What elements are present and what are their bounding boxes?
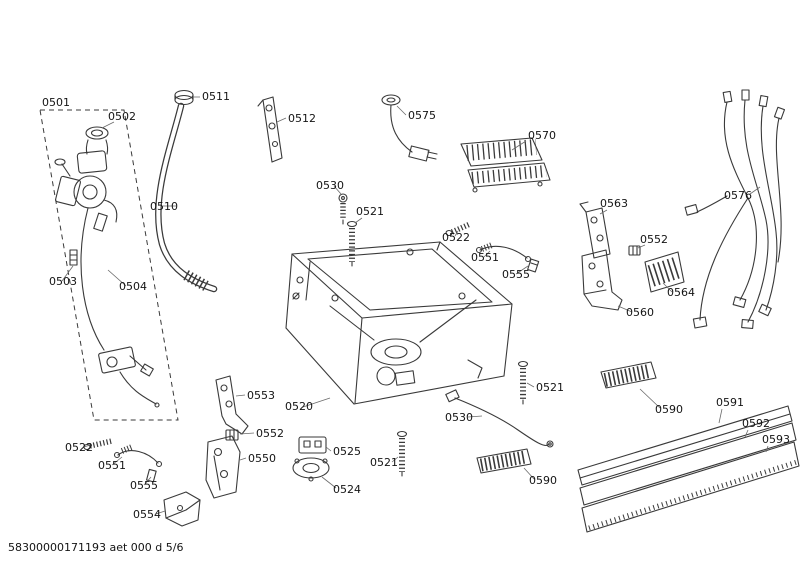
part-0501-boundary [39,109,179,421]
part-label-0502: 0502 [108,110,136,123]
part-0590-strip-center [476,448,532,474]
part-label-0550: 0550 [248,452,276,465]
part-label-0563: 0563 [600,197,628,210]
part-0521-screw-top [346,220,358,267]
part-0551-wire-left [113,444,163,468]
part-label-0504: 0504 [119,280,147,293]
part-0591-panel [577,405,793,486]
part-label-0592: 0592 [742,417,770,430]
part-label-0591: 0591 [716,396,744,409]
document-code: 58300000171193 aet 000 d 5/6 [8,541,183,554]
part-label-0555-left: 0555 [130,479,158,492]
part-0550-bracket [205,435,241,499]
part-label-0521-midright: 0521 [536,381,564,394]
part-0592-panel [579,422,797,506]
part-0563-bracket [579,201,611,259]
part-label-0524: 0524 [333,483,361,496]
part-label-0512: 0512 [288,112,316,125]
part-label-0575: 0575 [408,109,436,122]
part-label-0590-center: 0590 [529,474,557,487]
part-label-0511: 0511 [202,90,230,103]
part-label-0553: 0553 [247,389,275,402]
part-label-0555-right: 0555 [502,268,530,281]
part-0521-screw-bottom [396,430,408,477]
part-0510-hose [155,89,218,293]
part-0570-module [460,137,551,193]
part-0555-plug-left [145,468,157,483]
part-0551-wire-right [475,242,532,263]
part-label-0570: 0570 [528,129,556,142]
part-0552-clip-left [225,429,239,441]
part-label-0552-right: 0552 [640,233,668,246]
part-label-0564: 0564 [667,286,695,299]
part-label-0522-right: 0522 [442,231,470,244]
part-label-0530-bottom: 0530 [445,411,473,424]
part-0530-cable-bottom [445,389,554,448]
part-label-0576: 0576 [724,189,752,202]
part-label-0552-left: 0552 [256,427,284,440]
part-label-0593: 0593 [762,433,790,446]
part-label-0521-bottom: 0521 [370,456,398,469]
part-label-0551-left: 0551 [98,459,126,472]
part-label-0522-left: 0522 [65,441,93,454]
part-label-0521-top: 0521 [356,205,384,218]
part-0552-clip-right [628,245,641,256]
part-0575-cable [381,94,438,162]
part-0554-bracket [163,491,201,527]
part-0520-base-assembly [285,241,513,405]
part-0553-bracket [215,375,249,435]
part-label-0551-right: 0551 [471,251,499,264]
part-0555-plug-right [527,258,540,273]
part-0576-harness [684,89,786,330]
part-0564-connector-block [644,251,685,293]
part-label-0590-right: 0590 [655,403,683,416]
part-label-0554: 0554 [133,508,161,521]
part-0521-screw-midright [517,360,529,405]
part-label-0510: 0510 [150,200,178,213]
part-label-0503: 0503 [49,275,77,288]
part-0560-bracket [581,249,623,311]
part-0525-box [298,436,327,454]
part-label-0520: 0520 [285,400,313,413]
part-label-0530-top: 0530 [316,179,344,192]
part-0590-strip-right [600,361,657,389]
part-0593-hatching [588,459,798,531]
part-0522-screw-right [445,221,472,237]
part-label-0525: 0525 [333,445,361,458]
part-0530-screw [338,193,348,225]
leader-lines [61,96,769,515]
part-label-0560: 0560 [626,306,654,319]
part-label-0501: 0501 [42,96,70,109]
part-0512-bracket [257,96,283,163]
part-0593-panel [581,441,800,533]
part-labels: 0501 0502 0503 0504 0510 0511 0512 0575 … [42,90,790,521]
part-0524-seal-ring [292,457,330,482]
part-0502-pump-assembly [54,126,160,408]
